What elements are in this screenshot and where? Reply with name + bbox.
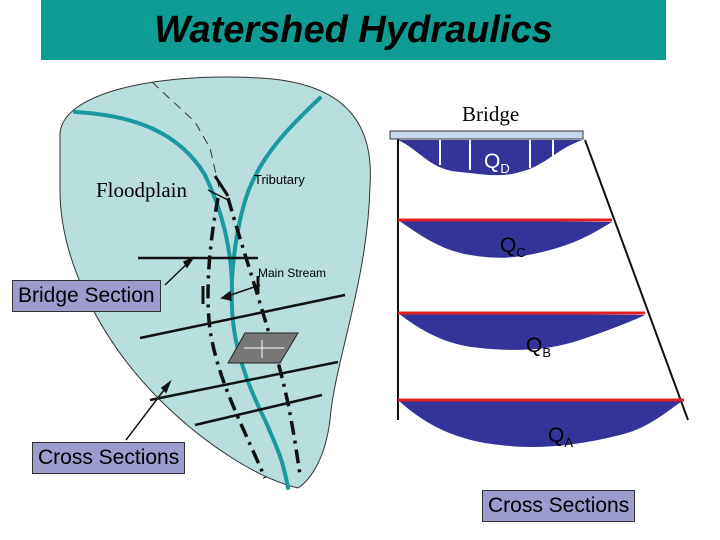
floodplain-label: Floodplain [96,178,188,202]
bridge-label: Bridge [462,102,520,126]
tributary-channel [230,96,322,280]
main-stream-channel [73,110,290,490]
bridge-plan-icon [227,332,299,364]
bridge-section-label: Bridge Section [12,280,161,312]
cross-section-a [398,398,684,447]
flow-label-b: QB [526,334,552,360]
flow-label-d: QD [484,150,510,176]
tributary-label: Tributary [254,172,305,187]
bridge-deck [389,130,584,140]
leader-arrows [125,189,261,441]
floodplain-limits [206,197,302,479]
page-title: Watershed Hydraulics [154,8,553,51]
flow-label-c: QC [500,234,526,260]
cross-section-lines [138,256,346,427]
cross-section-d [398,140,582,176]
streams [73,96,322,490]
profile-side-lines [397,133,689,421]
title-bar: Watershed Hydraulics [41,0,666,60]
basin-divide [151,81,221,193]
cross-section-b [398,311,645,350]
cross-sections-left-label: Cross Sections [32,442,186,474]
main-stream-label: Main Stream [258,266,327,280]
cross-sections-right-label: Cross Sections [482,490,636,522]
flow-label-a: QA [548,424,574,450]
watershed-area [59,76,371,489]
cross-section-c [398,218,612,258]
